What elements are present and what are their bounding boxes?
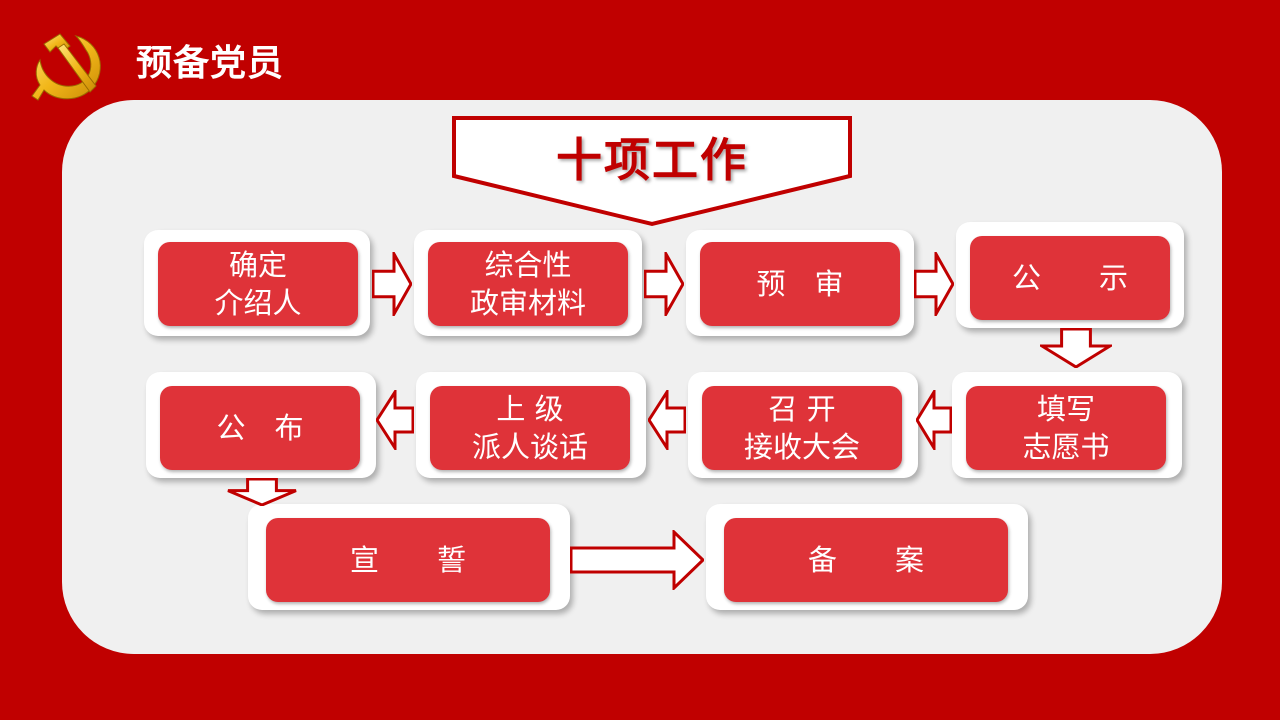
step-box (430, 386, 630, 470)
flow-arrow-icon (1040, 328, 1112, 368)
hammer-sickle-emblem-icon (31, 33, 101, 101)
step-box (702, 386, 902, 470)
step-box (428, 242, 628, 326)
flow-arrow-icon (644, 252, 684, 316)
step-box (160, 386, 360, 470)
step-label: 综合性 政审材料 (469, 248, 586, 320)
flow-arrow-icon (570, 530, 704, 590)
banner-title: 十项工作 (556, 133, 748, 187)
step-box (724, 518, 1008, 602)
step-label: 公 示 (1011, 261, 1128, 295)
page-title: 预备党员 (136, 43, 285, 84)
step-label: 宣 誓 (349, 543, 466, 577)
step-label: 上 级 派人谈话 (471, 392, 588, 464)
step-box (970, 236, 1170, 320)
step-label: 预 审 (756, 267, 844, 301)
step-label: 公 布 (216, 411, 304, 445)
flow-arrow-icon (227, 478, 297, 506)
step-box (966, 386, 1166, 470)
flow-arrow-icon (914, 252, 954, 316)
flow-arrow-icon (372, 252, 412, 316)
step-label: 填写 志愿书 (1022, 392, 1110, 464)
flow-arrow-icon (376, 390, 414, 450)
banner-shape (452, 116, 852, 227)
step-box (700, 242, 900, 326)
flow-arrow-icon (916, 390, 952, 450)
step-box (158, 242, 358, 326)
step-label: 召 开 接收大会 (743, 392, 860, 464)
flow-arrow-icon (648, 390, 686, 450)
step-label: 确定 介绍人 (214, 248, 302, 320)
step-box (266, 518, 550, 602)
step-label: 备 案 (807, 543, 924, 577)
